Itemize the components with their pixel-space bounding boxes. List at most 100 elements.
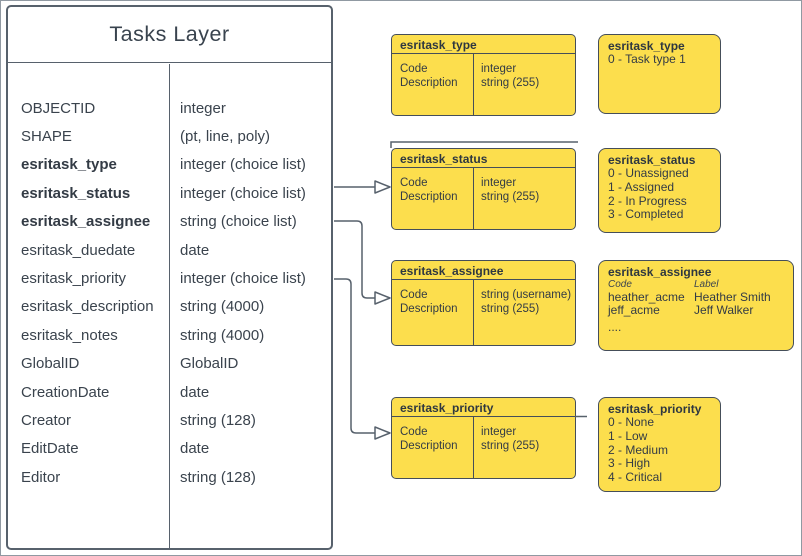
domain-field-description: Description [400, 190, 458, 203]
value-list-esritask-type: esritask_type 0 - Task type 1 [598, 34, 721, 114]
value-item: 1 - Assigned [608, 179, 675, 194]
field-type: integer (choice list) [180, 270, 306, 288]
field-row-esritask-notes: esritask_notes string (4000) [8, 321, 331, 349]
field-row-esritask-priority: esritask_priority integer (choice list) [8, 264, 331, 292]
field-name: Creator [21, 411, 72, 429]
connector-priority-line [334, 278, 375, 434]
domain-type-description: string (255) [481, 76, 540, 89]
assignee-col-code: Code [608, 279, 632, 290]
value-item: 1 - Low [608, 428, 648, 443]
assignee-label: Jeff Walker [694, 303, 754, 317]
arrowhead-priority [374, 426, 391, 440]
assignee-col-label: Label [694, 279, 719, 290]
domain-type-code: integer [481, 426, 517, 438]
field-type: string (4000) [180, 298, 265, 316]
field-row-objectid: OBJECTID integer [8, 94, 331, 122]
value-list-title: esritask_assignee [608, 265, 712, 279]
field-row-globalid: GlobalID GlobalID [8, 350, 331, 378]
domain-box-esritask-priority: esritask_priority Code Description integ… [391, 397, 576, 479]
domain-box-esritask-status: esritask_status Code Description integer… [391, 148, 576, 230]
domain-box-title: esritask_status [392, 149, 575, 168]
field-name: EditDate [21, 440, 79, 458]
domain-box-esritask-assignee: esritask_assignee Code Description strin… [391, 260, 576, 346]
field-name: Editor [21, 468, 61, 486]
field-row-shape: SHAPE (pt, line, poly) [8, 122, 331, 150]
domain-type-code: integer [481, 177, 517, 189]
field-name: CreationDate [21, 383, 110, 401]
domain-field-code: Code [400, 289, 428, 301]
field-name: esritask_priority [21, 270, 127, 288]
field-type: date [180, 383, 210, 401]
field-row-esritask-status: esritask_status integer (choice list) [8, 179, 331, 207]
domain-box-esritask-type: esritask_type Code Description integer s… [391, 34, 576, 116]
value-item: 3 - Completed [608, 207, 684, 222]
field-name: esritask_description [21, 298, 154, 316]
field-row-esritask-description: esritask_description string (4000) [8, 293, 331, 321]
field-name: esritask_assignee [21, 213, 151, 231]
field-type: GlobalID [180, 355, 239, 373]
domain-field-description: Description [400, 302, 458, 315]
field-type: integer [180, 99, 226, 117]
field-type: string (128) [180, 411, 256, 429]
field-row-editor: Editor string (128) [8, 463, 331, 491]
domain-field-code: Code [400, 63, 428, 75]
field-name: esritask_duedate [21, 241, 136, 259]
value-list-title: esritask_status [608, 153, 696, 167]
field-row-editdate: EditDate date [8, 435, 331, 463]
arrowhead-status [374, 180, 391, 194]
value-item: 2 - In Progress [608, 193, 687, 208]
value-list-title: esritask_priority [608, 402, 702, 416]
assignee-code: jeff_acme [608, 303, 660, 317]
assignee-label: Heather Smith [694, 290, 771, 304]
connector-assignee-line [334, 220, 375, 299]
domain-field-description: Description [400, 439, 458, 452]
field-row-esritask-duedate: esritask_duedate date [8, 236, 331, 264]
field-type: date [180, 440, 210, 458]
field-type: integer (choice list) [180, 184, 306, 202]
value-list-title: esritask_type [608, 39, 685, 53]
assignee-ellipsis: .... [608, 320, 622, 334]
tasks-layer-table: Tasks Layer OBJECTID integer SHAPE (pt, li… [6, 5, 333, 550]
arrowhead-assignee [374, 291, 391, 305]
value-item: 4 - Critical [608, 470, 663, 485]
field-type: date [180, 241, 210, 259]
field-row-creationdate: CreationDate date [8, 378, 331, 406]
domain-type-code: string (username) [481, 289, 572, 301]
column-divider [169, 64, 170, 548]
domain-type-description: string (255) [481, 190, 540, 203]
field-name: esritask_notes [21, 326, 118, 344]
field-row-creator: Creator string (128) [8, 406, 331, 434]
field-rows: OBJECTID integer SHAPE (pt, line, poly) es… [8, 64, 331, 491]
field-type: string (choice list) [180, 213, 297, 231]
domain-type-code: integer [481, 63, 517, 75]
domain-field-code: Code [400, 426, 428, 438]
field-type: string (4000) [180, 326, 265, 344]
assignee-code: heather_acme [608, 290, 685, 304]
value-item: 0 - None [608, 415, 655, 429]
field-name: esritask_status [21, 184, 131, 202]
field-name: GlobalID [21, 355, 80, 373]
domain-box-title: esritask_type [392, 35, 575, 54]
field-name: esritask_type [21, 156, 117, 174]
value-item: 0 - Task type 1 [608, 52, 686, 66]
field-name: OBJECTID [21, 99, 96, 117]
value-list-esritask-status: esritask_status 0 - Unassigned 1 - Assig… [598, 148, 721, 233]
value-item: 2 - Medium [608, 442, 669, 457]
field-type: (pt, line, poly) [180, 128, 271, 146]
domain-type-description: string (255) [481, 439, 540, 452]
field-type: string (128) [180, 468, 256, 486]
value-item: 3 - High [608, 456, 651, 471]
value-list-esritask-priority: esritask_priority 0 - None 1 - Low 2 - M… [598, 397, 721, 492]
domain-field-description: Description [400, 76, 458, 89]
value-list-esritask-assignee: esritask_assignee Code Label heather_acm… [598, 260, 794, 351]
table-title: Tasks Layer [8, 7, 331, 63]
domain-type-description: string (255) [481, 302, 540, 315]
field-name: SHAPE [21, 128, 72, 146]
domain-field-code: Code [400, 177, 428, 189]
field-row-esritask-assignee: esritask_assignee string (choice list) [8, 208, 331, 236]
domain-box-title: esritask_assignee [392, 261, 575, 280]
value-item: 0 - Unassigned [608, 166, 689, 180]
domain-box-title: esritask_priority [392, 398, 575, 417]
